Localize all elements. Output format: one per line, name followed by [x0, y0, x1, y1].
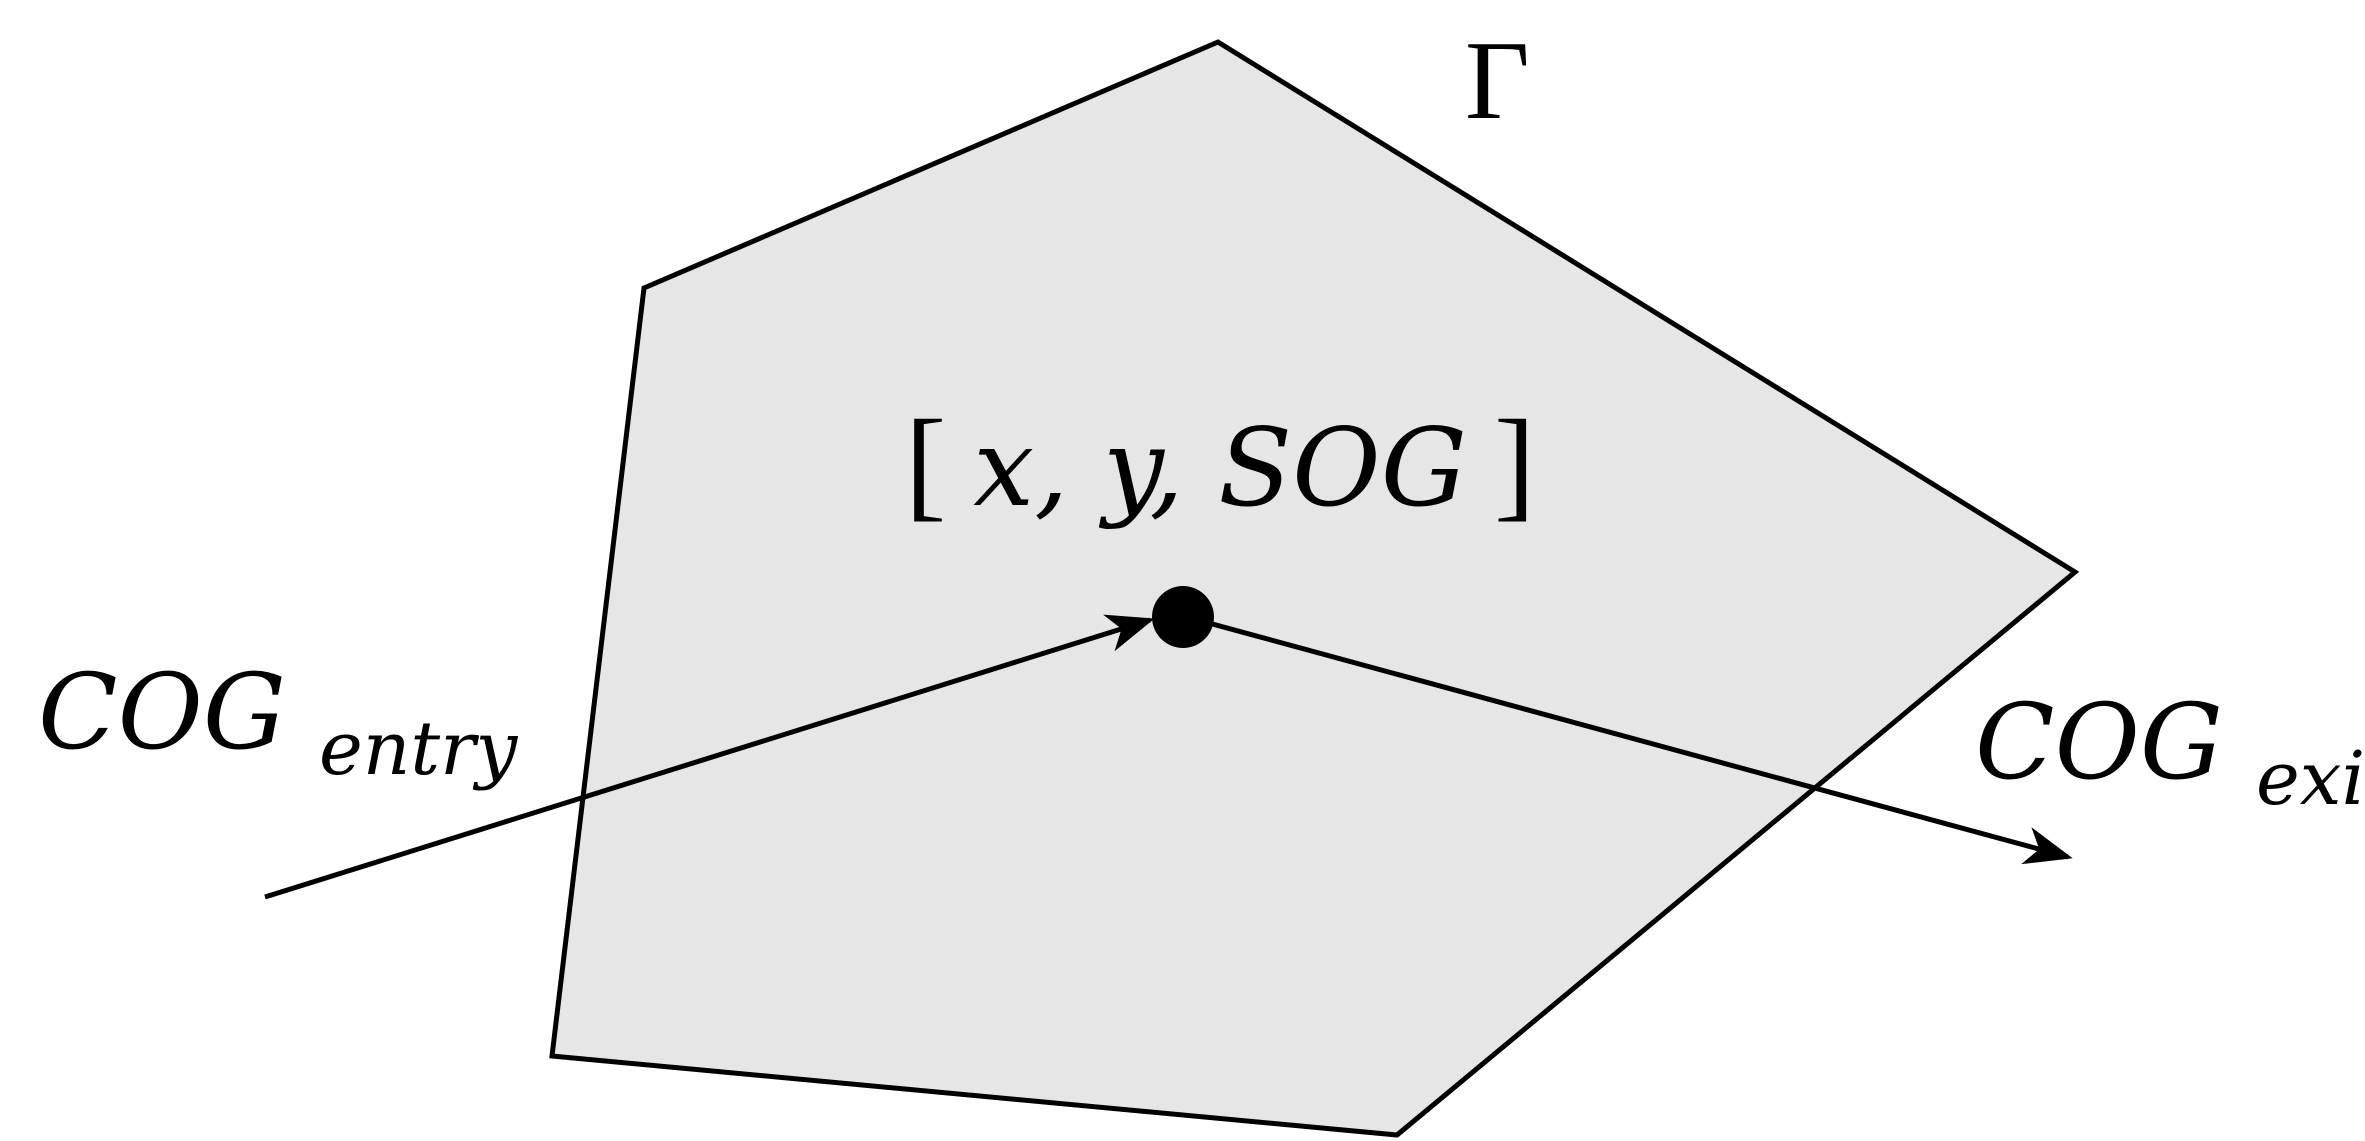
cog-entry-label: COG entry: [38, 651, 519, 792]
state-open-bracket: [: [905, 395, 946, 532]
cog-entry-subscript: entry: [319, 706, 519, 792]
state-vector-label: [ x, y, SOG ]: [905, 395, 1535, 532]
state-close-bracket: ]: [1494, 395, 1535, 532]
entry-trajectory-arrow: [264, 614, 1155, 900]
region-label: Γ: [1465, 19, 1530, 143]
position-point: [1152, 586, 1214, 648]
cog-entry-base: COG: [38, 651, 286, 773]
cog-exit-label: COG exit: [1975, 681, 2365, 822]
cog-exit-subscript: exit: [2256, 736, 2365, 822]
exit-trajectory-arrow: [1182, 613, 2073, 865]
cog-exit-base: COG: [1975, 681, 2223, 803]
region-polygon: [549, 39, 2080, 1138]
state-vars: x, y, SOG: [973, 406, 1467, 531]
